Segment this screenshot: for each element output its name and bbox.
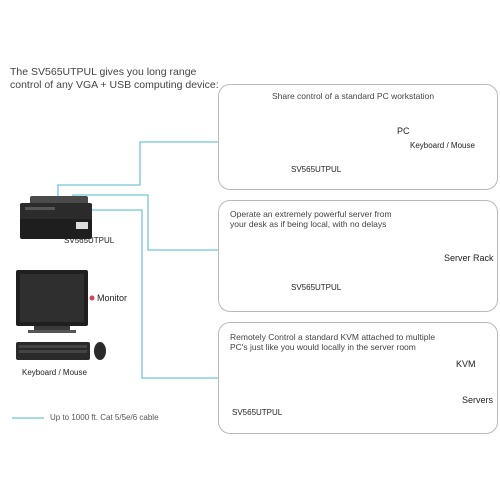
label-device-panel3: SV565UTPUL — [232, 408, 283, 417]
label-keyboard-mouse-panel1: Keyboard / Mouse — [410, 141, 475, 150]
panel3-title: Remotely Control a standard KVM attached… — [230, 332, 436, 352]
label-pc: PC — [397, 126, 410, 136]
label-keyboard-mouse-left: Keyboard / Mouse — [22, 368, 87, 377]
monitor-left — [16, 270, 95, 333]
panel-remote-kvm — [218, 322, 498, 434]
keyboard-mouse-left — [16, 342, 106, 360]
intro-text: The SV565UTPUL gives you long range cont… — [10, 66, 219, 91]
label-device-panel2: SV565UTPUL — [291, 283, 342, 292]
label-device-panel1: SV565UTPUL — [291, 165, 342, 174]
label-servers: Servers — [462, 395, 494, 405]
sv565utpul-device-left — [20, 196, 92, 239]
label-kvm: KVM — [456, 359, 476, 369]
label-device-left: SV565UTPUL — [64, 236, 115, 245]
legend-cable-text: Up to 1000 ft. Cat 5/5e/6 cable — [50, 413, 159, 422]
label-monitor: Monitor — [97, 293, 128, 303]
panel2-title: Operate an extremely powerful server fro… — [230, 209, 392, 229]
panel-share-pc — [218, 84, 498, 190]
panel1-title: Share control of a standard PC workstati… — [272, 91, 435, 101]
label-server-rack: Server Rack — [444, 253, 494, 263]
panel-server-rack — [218, 200, 498, 312]
